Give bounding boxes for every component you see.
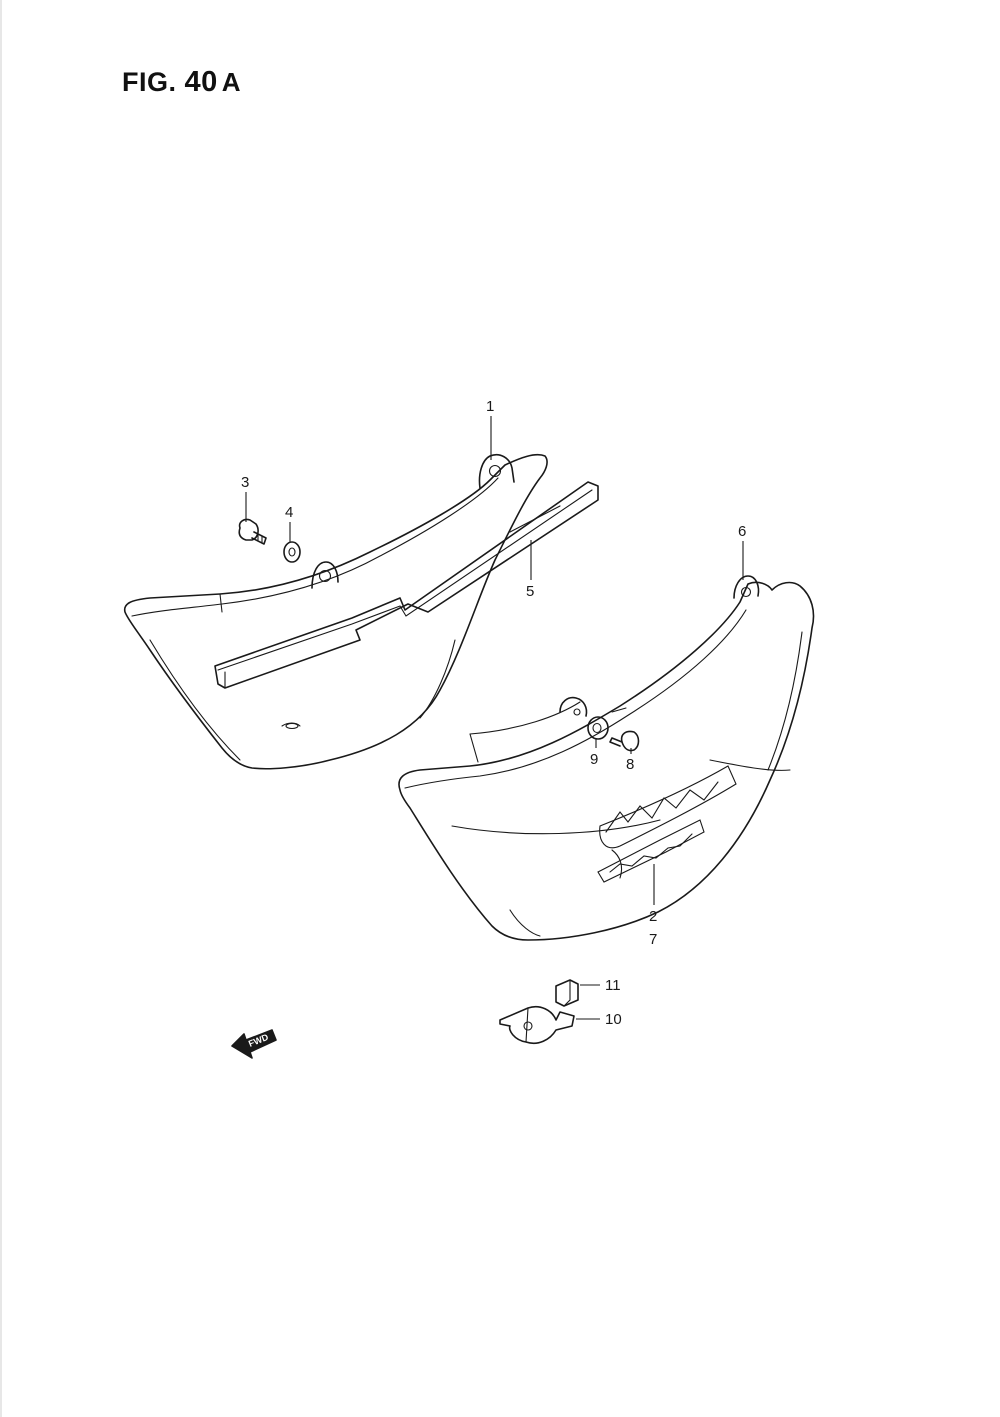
callout-4-label: 4 xyxy=(285,504,293,521)
callout-9[interactable]: 9 xyxy=(590,738,598,768)
callout-3[interactable]: 3 xyxy=(241,474,249,522)
callout-4[interactable]: 4 xyxy=(285,504,293,542)
callout-7[interactable]: 7 xyxy=(649,931,657,948)
callout-1[interactable]: 1 xyxy=(486,398,494,460)
callout-11[interactable]: 11 xyxy=(580,977,621,994)
washer-part-4[interactable] xyxy=(283,541,301,563)
callout-7-label: 7 xyxy=(649,931,657,948)
figure-number: 40 xyxy=(184,66,218,98)
callouts: 1 3 4 5 6 9 8 xyxy=(241,398,746,1028)
callout-1-label: 1 xyxy=(486,398,494,415)
callout-5-label: 5 xyxy=(526,583,534,600)
clip-part-10[interactable] xyxy=(499,1005,575,1045)
intruder-emblem-icon xyxy=(597,765,737,883)
callout-2[interactable]: 2 xyxy=(649,864,657,925)
callout-8-label: 8 xyxy=(626,756,634,773)
cushion-part-11[interactable] xyxy=(555,979,579,1007)
fwd-arrow-icon: FWD xyxy=(231,1029,277,1059)
left-frame-cover[interactable] xyxy=(123,453,548,770)
bolt-part-3[interactable] xyxy=(238,518,267,545)
callout-9-label: 9 xyxy=(590,751,598,768)
washer-part-9[interactable] xyxy=(587,716,609,740)
callout-5[interactable]: 5 xyxy=(526,540,534,600)
screw-part-8[interactable] xyxy=(609,730,640,752)
figure-suffix: A xyxy=(221,67,242,97)
callout-3-label: 3 xyxy=(241,474,249,491)
callout-2-label: 2 xyxy=(649,908,657,925)
callout-10-label: 10 xyxy=(605,1011,622,1028)
callout-11-label: 11 xyxy=(605,977,621,994)
callout-6[interactable]: 6 xyxy=(738,523,746,580)
callout-8[interactable]: 8 xyxy=(626,748,634,773)
callout-6-label: 6 xyxy=(738,523,746,540)
figure-prefix: FIG. xyxy=(122,67,177,97)
right-frame-cover[interactable] xyxy=(398,575,815,941)
callout-10[interactable]: 10 xyxy=(576,1011,622,1028)
scan-edge xyxy=(0,0,2,1417)
cover-rail[interactable] xyxy=(214,481,599,689)
